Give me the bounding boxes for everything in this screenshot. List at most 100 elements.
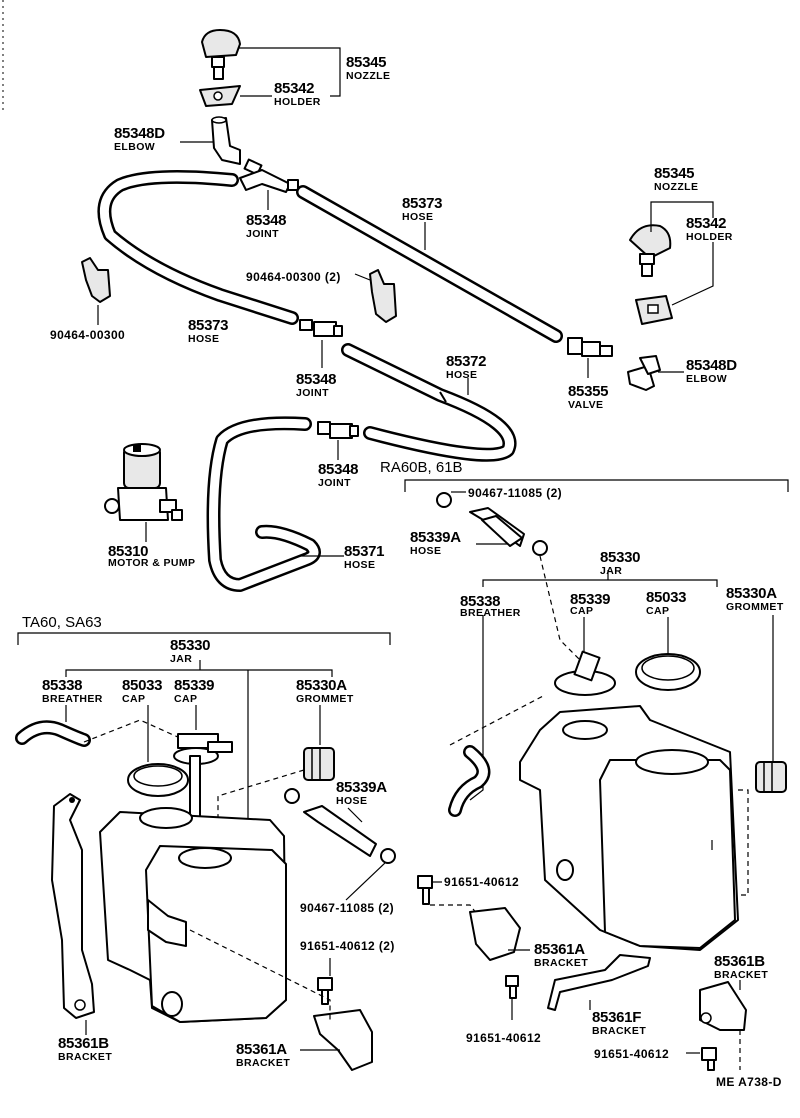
joint-a xyxy=(239,158,299,193)
clamp-r xyxy=(436,492,548,556)
jar-l xyxy=(99,807,287,1023)
label-joint-c-nm: JOINT xyxy=(318,477,351,489)
label-joint-b-no: 85348 xyxy=(296,371,336,388)
label-bracket-a-r-nm: BRACKET xyxy=(534,957,588,969)
bracket-f xyxy=(547,954,651,1011)
holder-right xyxy=(635,295,673,325)
label-valve-no: 85355 xyxy=(568,383,608,400)
label-elbow-top-no: 85348D xyxy=(114,125,165,142)
label-hose-85372-no: 85372 xyxy=(446,353,486,370)
label-cap-85339-l-no: 85339 xyxy=(174,677,214,694)
label-cap-85339-r-nm: CAP xyxy=(570,605,593,617)
label-hose-85373a-nm: HOSE xyxy=(402,211,433,223)
label-breather-l-nm: BREATHER xyxy=(42,693,103,705)
label-hose-85339a-r-nm: HOSE xyxy=(410,545,441,557)
label-nozzle-top-nm: NOZZLE xyxy=(346,70,390,82)
cap-85339-r xyxy=(554,650,616,696)
label-bolt-r1-no: 91651-40612 xyxy=(444,875,519,889)
valve xyxy=(567,337,613,357)
label-cap-85033-r-nm: CAP xyxy=(646,605,669,617)
label-valve-nm: VALVE xyxy=(568,399,603,411)
label-elbow-r-no: 85348D xyxy=(686,357,737,374)
label-grommet-l-no: 85330A xyxy=(296,677,347,694)
joint-b xyxy=(299,319,343,337)
label-nozzle-top-no: 85345 xyxy=(346,54,386,71)
cap-85033-r xyxy=(635,653,701,691)
clip-left xyxy=(81,257,111,303)
label-cap-85033-r-no: 85033 xyxy=(646,589,686,606)
label-cap-85339-r-no: 85339 xyxy=(570,591,610,608)
label-bracket-a-r-no: 85361A xyxy=(534,941,585,958)
label-nozzle-r-nm: NOZZLE xyxy=(654,181,698,193)
clip-pair xyxy=(369,269,397,323)
label-grommet-r-nm: GROMMET xyxy=(726,601,784,613)
label-clamp-r-no: 90467-11085 (2) xyxy=(468,486,562,500)
label-grommet-l-nm: GROMMET xyxy=(296,693,354,705)
label-bracket-f-nm: BRACKET xyxy=(592,1025,646,1037)
elbow-right xyxy=(627,355,661,391)
label-bolt-r2-no: 91651-40612 xyxy=(466,1031,541,1045)
label-diagram-code: ME A738-D xyxy=(716,1075,782,1089)
clamp-l xyxy=(284,788,396,864)
bolt-r1 xyxy=(417,875,433,905)
label-cap-85033-l-nm: CAP xyxy=(122,693,145,705)
cap-85033-l xyxy=(127,763,189,797)
elbow-top xyxy=(211,116,241,165)
label-hose-85373b-no: 85373 xyxy=(188,317,228,334)
label-bolt-l-no: 91651-40612 (2) xyxy=(300,939,395,953)
label-bracket-a-l-no: 85361A xyxy=(236,1041,287,1058)
label-holder-r-no: 85342 xyxy=(686,215,726,232)
label-hose-85372-nm: HOSE xyxy=(446,369,477,381)
label-breather-r-no: 85338 xyxy=(460,593,500,610)
label-cap-85033-l-no: 85033 xyxy=(122,677,162,694)
grommet-r xyxy=(755,761,787,793)
label-joint-a-no: 85348 xyxy=(246,212,286,229)
label-hose-85371-nm: HOSE xyxy=(344,559,375,571)
hose-85339a-r xyxy=(469,507,525,547)
bolt-r3 xyxy=(701,1047,717,1071)
label-hose-85373b-nm: HOSE xyxy=(188,333,219,345)
bolt-r2 xyxy=(505,975,519,999)
label-nozzle-r-no: 85345 xyxy=(654,165,694,182)
label-bracket-b-r-no: 85361B xyxy=(714,953,765,970)
bracket-a-l xyxy=(313,1009,373,1071)
label-bracket-a-l-nm: BRACKET xyxy=(236,1057,290,1069)
label-bracket-b-l-no: 85361B xyxy=(58,1035,109,1052)
hose-85339a-l xyxy=(303,805,377,857)
label-clip-single-no: 90464-00300 xyxy=(50,328,125,342)
joint-c xyxy=(317,421,359,439)
label-joint-c-no: 85348 xyxy=(318,461,358,478)
label-holder-top-nm: HOLDER xyxy=(274,96,321,108)
label-clamp-l-no: 90467-11085 (2) xyxy=(300,901,394,915)
label-bolt-r3-no: 91651-40612 xyxy=(594,1047,669,1061)
label-elbow-top-nm: ELBOW xyxy=(114,141,155,153)
label-variant-right: RA60B, 61B xyxy=(380,459,463,476)
motor-pump xyxy=(104,443,183,521)
label-hose-85373a-no: 85373 xyxy=(402,195,442,212)
bracket-b-r xyxy=(699,981,747,1031)
label-bracket-b-l-nm: BRACKET xyxy=(58,1051,112,1063)
label-breather-r-nm: BREATHER xyxy=(460,607,521,619)
label-jar-l-nm: JAR xyxy=(170,653,192,665)
label-hose-85339a-r-no: 85339A xyxy=(410,529,461,546)
label-hose-85371-no: 85371 xyxy=(344,543,384,560)
label-breather-l-no: 85338 xyxy=(42,677,82,694)
label-grommet-r-no: 85330A xyxy=(726,585,777,602)
bracket-b-l xyxy=(51,793,95,1019)
bolt-l xyxy=(317,977,333,1005)
label-hose-85339a-l-no: 85339A xyxy=(336,779,387,796)
label-jar-r-no: 85330 xyxy=(600,549,640,566)
label-joint-a-nm: JOINT xyxy=(246,228,279,240)
label-motor-no: 85310 xyxy=(108,543,148,560)
nozzle-top xyxy=(201,29,241,80)
label-holder-top-no: 85342 xyxy=(274,80,314,97)
jar-r xyxy=(519,705,739,951)
label-motor-nm: MOTOR & PUMP xyxy=(108,557,195,569)
holder-top xyxy=(199,85,241,107)
label-variant-left: TA60, SA63 xyxy=(22,614,102,631)
label-cap-85339-l-nm: CAP xyxy=(174,693,197,705)
label-holder-r-nm: HOLDER xyxy=(686,231,733,243)
grommet-l xyxy=(303,747,335,781)
label-joint-b-nm: JOINT xyxy=(296,387,329,399)
